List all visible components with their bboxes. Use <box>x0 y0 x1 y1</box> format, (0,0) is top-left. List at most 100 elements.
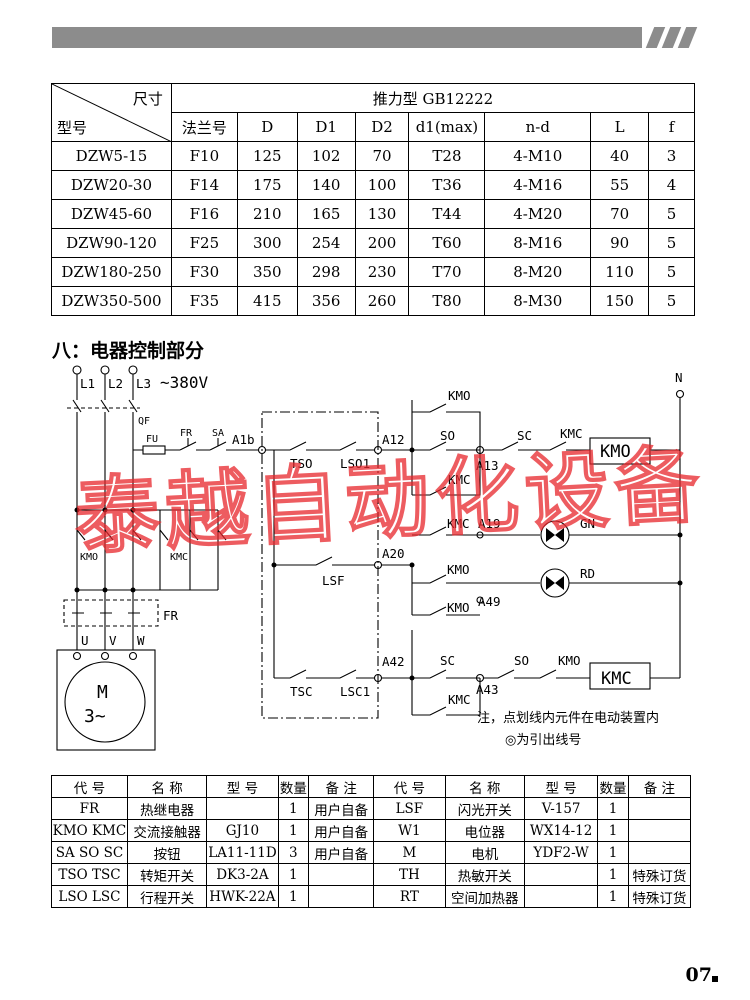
table-cell: YDF2-W <box>523 841 599 864</box>
table-cell <box>523 863 599 886</box>
label-kmo2: KMO <box>558 653 581 668</box>
table-cell: 300 <box>236 228 298 258</box>
table-cell: DZW45-60 <box>51 199 172 229</box>
table-cell: F14 <box>170 170 238 200</box>
parts-header-cell: 数量 <box>277 775 310 798</box>
label-a1b: A1b <box>232 432 255 447</box>
table-cell: DZW20-30 <box>51 170 172 200</box>
table-cell: WX14-12 <box>523 819 599 842</box>
label-fu: FU <box>146 434 158 445</box>
label-so2: SO <box>514 653 529 668</box>
table-cell: 5 <box>648 199 695 229</box>
table-cell: 行程开关 <box>126 885 208 908</box>
column-header: 法兰号 <box>170 112 238 142</box>
table-cell: T44 <box>408 199 486 229</box>
column-header: D <box>236 112 298 142</box>
table-cell: 4 <box>648 170 695 200</box>
table-cell: TH <box>373 863 446 886</box>
parts-header-cell: 备 注 <box>308 775 375 798</box>
table-cell: DK3-2A <box>206 863 279 886</box>
table-cell: 1 <box>277 863 310 886</box>
table-cell: 100 <box>354 170 410 200</box>
table-cell: 1 <box>597 841 629 864</box>
table-cell: LA11-11D <box>206 841 279 864</box>
label-main-kmo: KMO <box>80 552 98 563</box>
label-lsc1: LSC1 <box>340 684 370 699</box>
parts-header-cell: 型 号 <box>206 775 279 798</box>
table-cell: F10 <box>170 141 238 171</box>
label-a49: A49 <box>478 594 501 609</box>
table-cell: 130 <box>354 199 410 229</box>
table-cell: 交流接触器 <box>126 819 208 842</box>
table-cell: M <box>373 841 446 864</box>
table-cell: T36 <box>408 170 486 200</box>
label-lsf: LSF <box>322 573 345 588</box>
parts-header-cell: 名 称 <box>126 775 208 798</box>
table-cell: DZW90-120 <box>51 228 172 258</box>
label-kmc1: KMC <box>560 426 583 441</box>
table-cell: 70 <box>590 199 650 229</box>
table-cell: 260 <box>354 286 410 316</box>
table-cell: 1 <box>277 885 310 908</box>
label-w: W <box>137 633 145 648</box>
table-cell: DZW180-250 <box>51 257 172 287</box>
label-tso: TSO <box>290 456 313 471</box>
table-cell: F16 <box>170 199 238 229</box>
label-kmc-a19: KMC <box>447 516 470 531</box>
label-a20: A20 <box>382 546 405 561</box>
table-cell: F35 <box>170 286 238 316</box>
label-neutral: N <box>675 370 683 385</box>
label-v: V <box>109 633 117 648</box>
table-cell: 用户自备 <box>308 797 375 820</box>
table-cell: T60 <box>408 228 486 258</box>
label-u: U <box>81 633 89 648</box>
label-coil-kmc: KMC <box>601 669 632 689</box>
table-cell: 1 <box>277 819 310 842</box>
table-cell: 230 <box>354 257 410 287</box>
label-fr-relay: FR <box>163 608 179 623</box>
table-cell: 用户自备 <box>308 841 375 864</box>
table-cell: 电机 <box>444 841 525 864</box>
table-cell: 1 <box>597 819 629 842</box>
label-fr-contact: FR <box>180 428 193 439</box>
table-cell: 3 <box>648 141 695 171</box>
label-kmc-lat1: KMC <box>448 472 471 487</box>
table-cell: 210 <box>236 199 298 229</box>
note-dashed-box: 注，点划线内元件在电动装置内 <box>477 710 659 726</box>
table-cell: 热继电器 <box>126 797 208 820</box>
table-cell: W1 <box>373 819 446 842</box>
table-cell: 40 <box>590 141 650 171</box>
table-cell: 350 <box>236 257 298 287</box>
parts-header-row: 代 号名 称型 号数量备 注代 号名 称型 号数量备 注 <box>51 775 692 798</box>
terminal-l2 <box>100 365 110 375</box>
label-a19: A19 <box>478 516 501 531</box>
table-cell: 140 <box>296 170 356 200</box>
label-voltage: ~380V <box>160 373 209 392</box>
table-cell: 4-M10 <box>484 141 592 171</box>
table-cell: 1 <box>277 797 310 820</box>
label-lso1: LSO1 <box>340 456 370 471</box>
parts-header-cell: 代 号 <box>373 775 446 798</box>
table-cell <box>627 841 692 864</box>
label-so1: SO <box>440 428 455 443</box>
corner-diagonal <box>52 84 172 142</box>
table-cell: 闪光开关 <box>444 797 525 820</box>
label-a43: A43 <box>476 682 499 697</box>
parts-header-cell: 备 注 <box>627 775 692 798</box>
page-number: 07 <box>685 964 712 986</box>
label-l3: L3 <box>136 376 151 391</box>
table-cell <box>523 885 599 908</box>
parts-header-cell: 代 号 <box>51 775 128 798</box>
table-cell: 特殊订货 <box>627 863 692 886</box>
table-cell: T28 <box>408 141 486 171</box>
